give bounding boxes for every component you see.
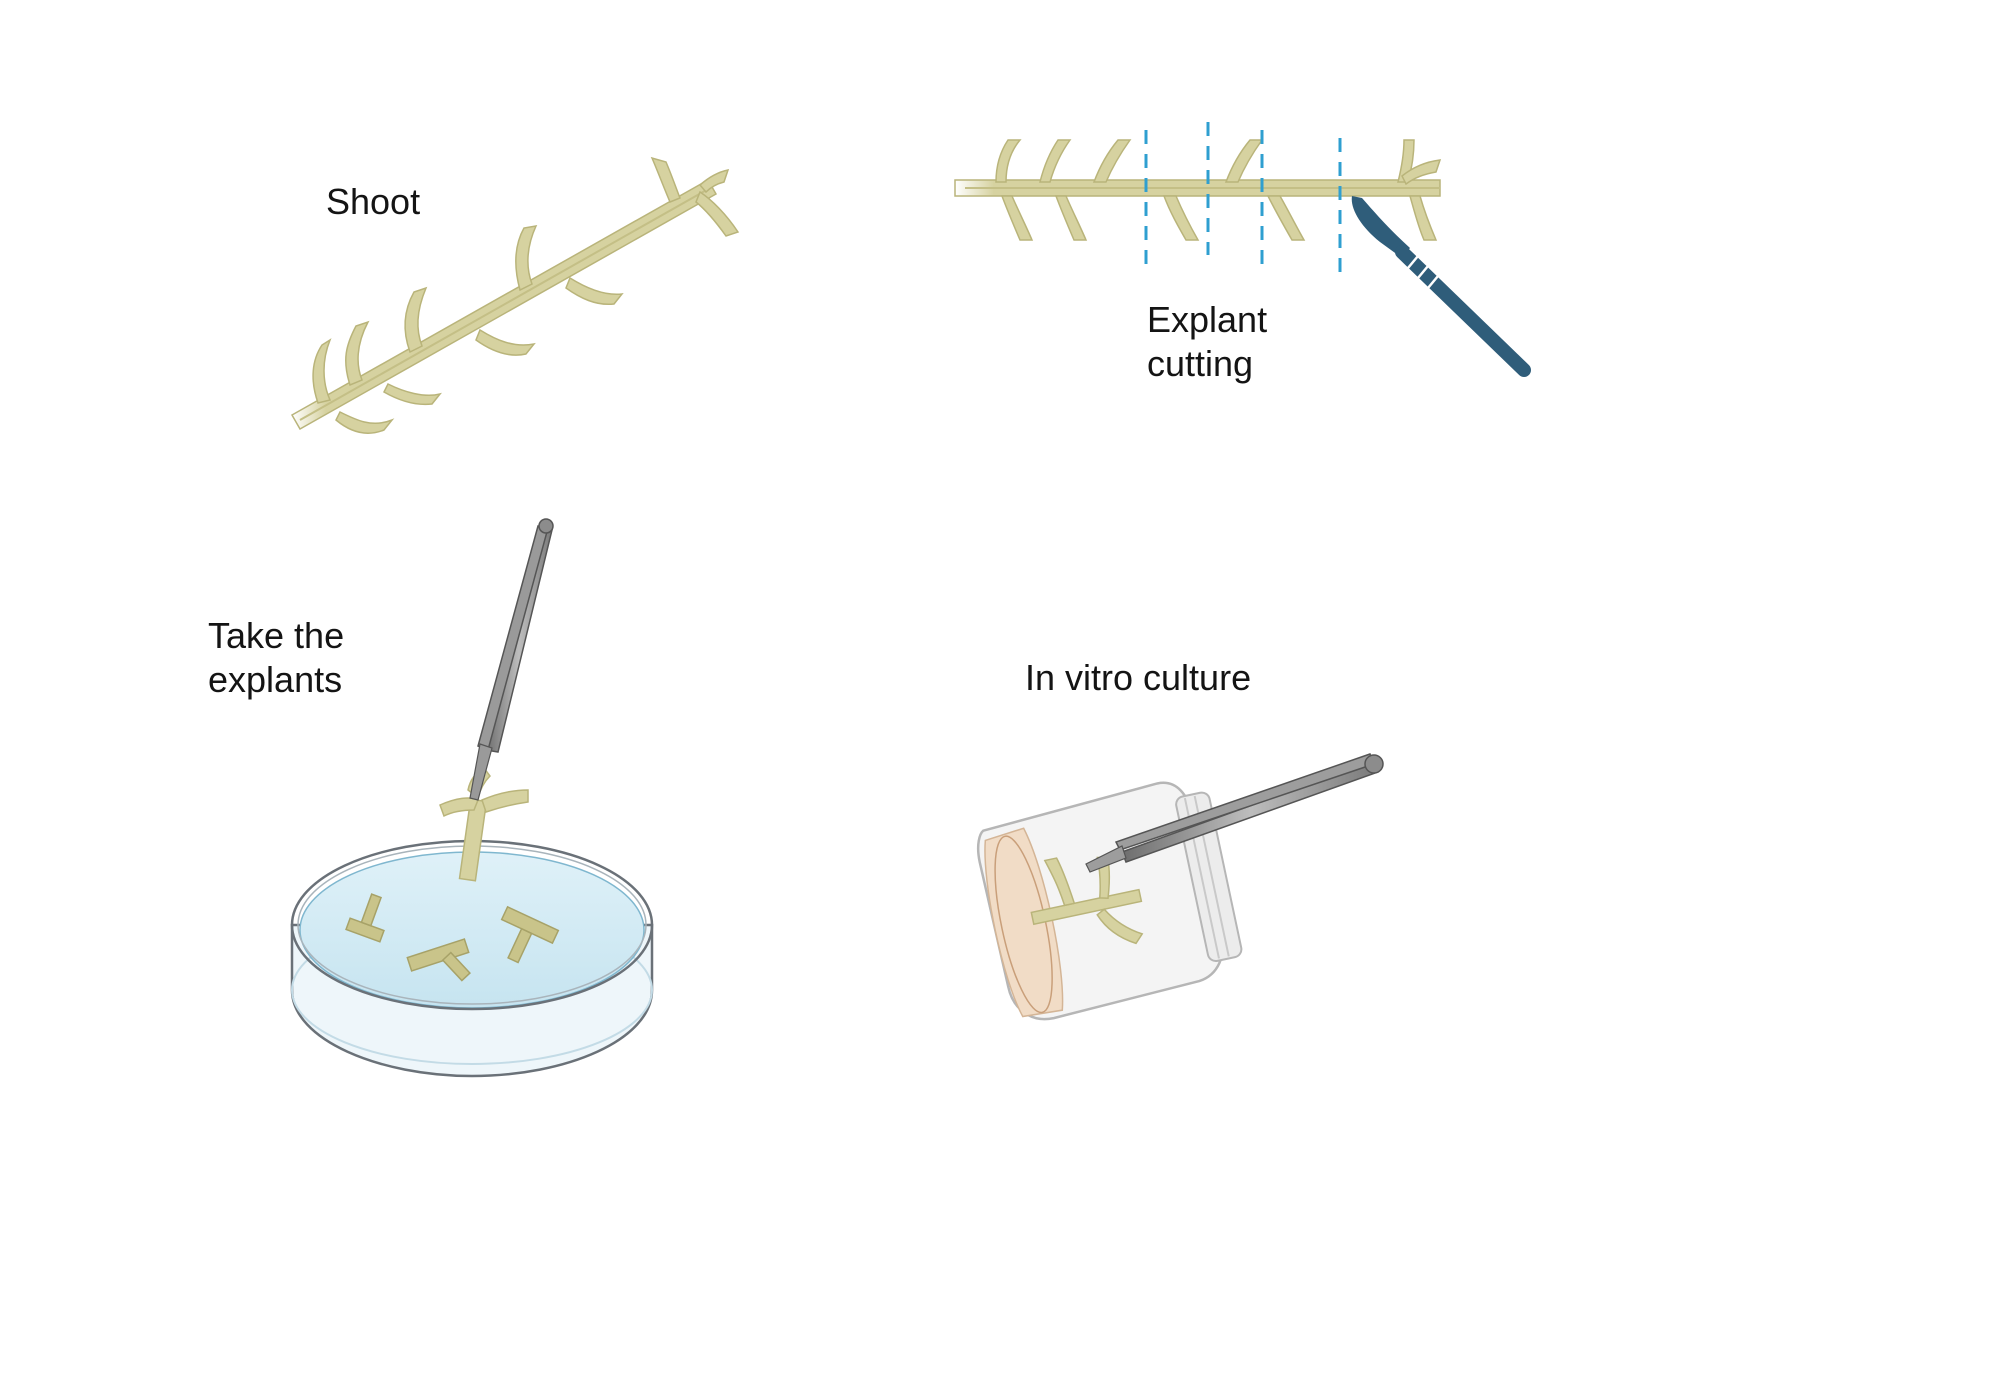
label-take-explants: Take the explants [208, 614, 344, 702]
forceps-icon [470, 519, 553, 800]
petri-dish-icon [292, 519, 652, 1076]
label-take-explants-line2: explants [208, 658, 344, 702]
label-shoot: Shoot [326, 180, 420, 224]
label-take-explants-line1: Take the [208, 614, 344, 658]
label-explant-cutting-line2: cutting [1147, 342, 1267, 386]
scalpel-icon [1352, 196, 1524, 370]
label-explant-cutting: Explant cutting [1147, 298, 1267, 386]
label-explant-cutting-line1: Explant [1147, 298, 1267, 342]
label-in-vitro-culture: In vitro culture [1025, 656, 1251, 700]
